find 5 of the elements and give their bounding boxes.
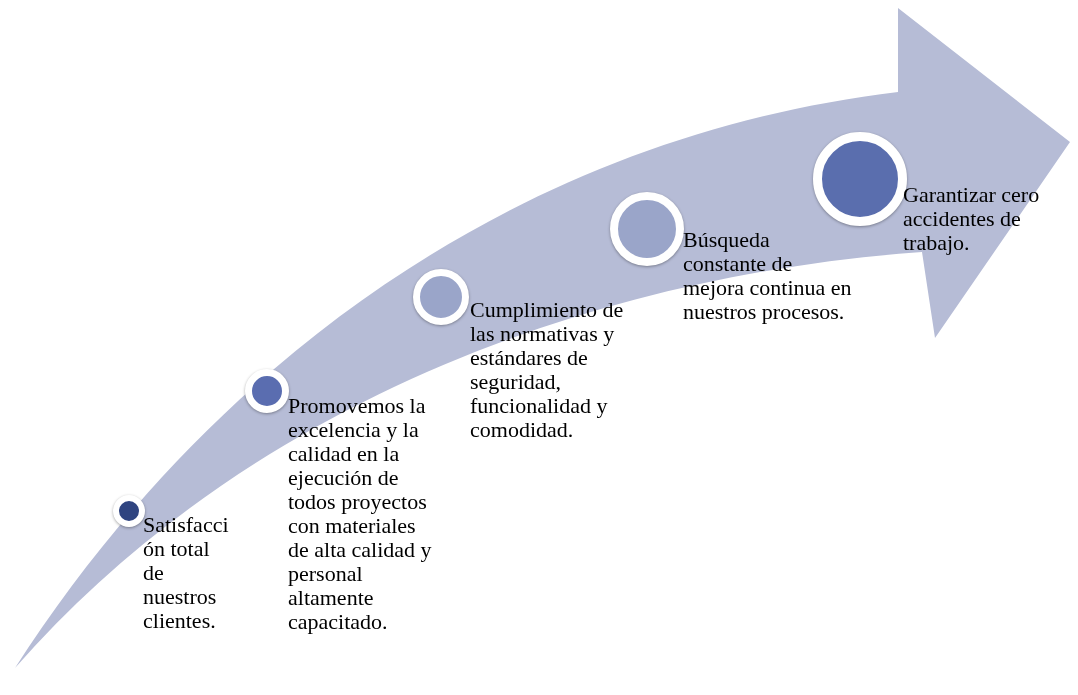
- milestone-text: Satisfacción total de nuestros clientes.: [143, 513, 230, 633]
- milestone-text: Garantizar cero accidentes de trabajo.: [903, 183, 1041, 255]
- milestone-text: Búsqueda constante de mejora continua en nuestros procesos.: [683, 228, 853, 324]
- milestone-text: Promovemos la excelencia y la calidad en la ejecución de todos proyectos con materiales de alta calidad y personal altamente capacitado.: [288, 394, 433, 634]
- milestone-text: Cumplimiento de las normativas y estándares de seguridad, funcionalidad y comodidad.: [470, 298, 625, 442]
